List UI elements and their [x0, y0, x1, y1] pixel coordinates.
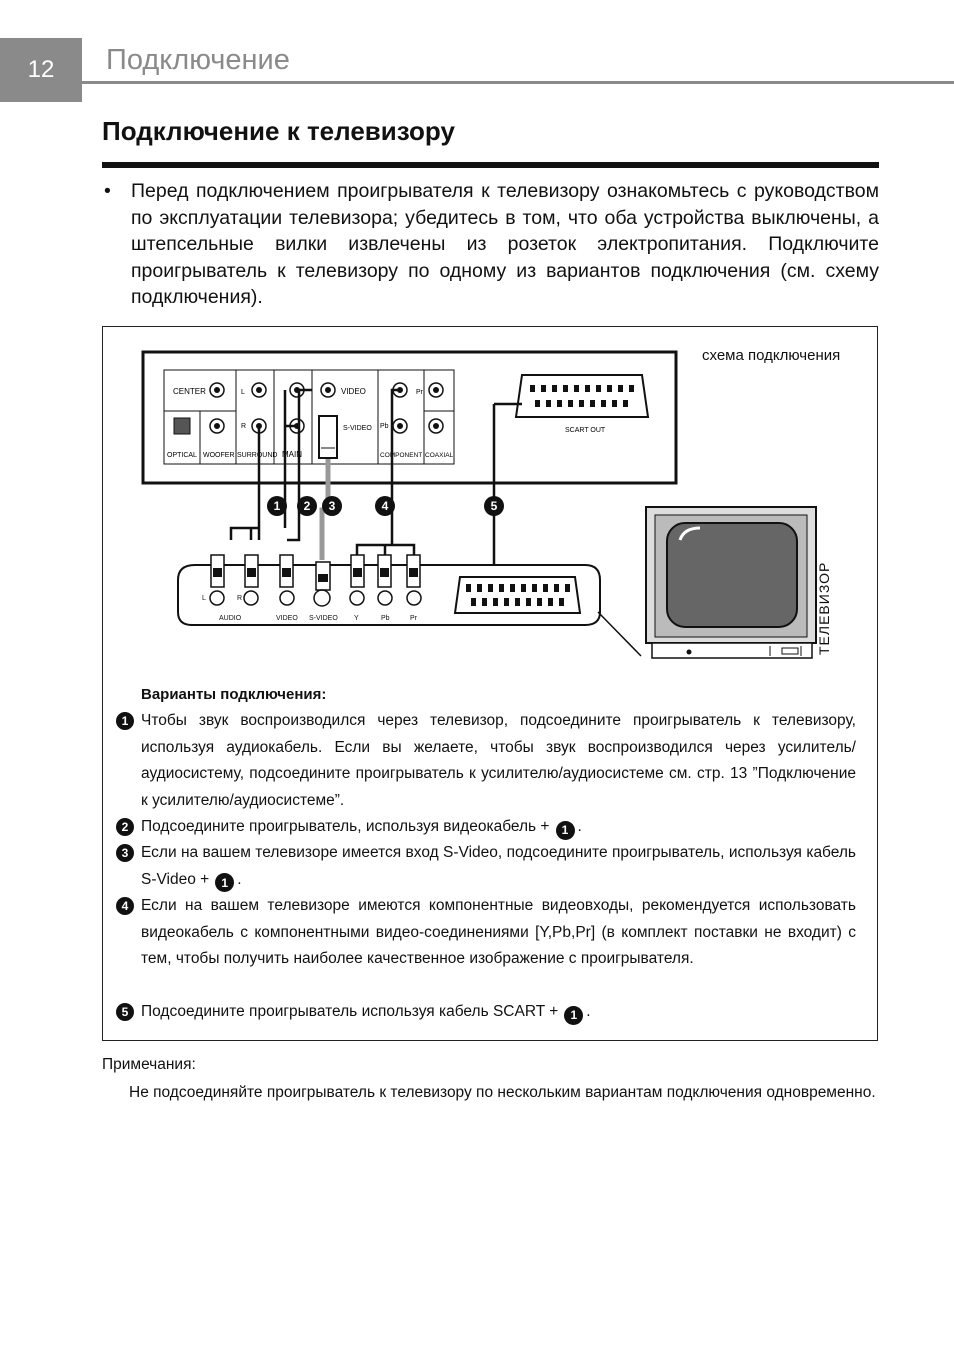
svg-text:L: L: [241, 389, 245, 396]
option-text: Если на вашем телевизоре имеется вход S-…: [141, 844, 856, 888]
label-coaxial: COAXIAL: [425, 452, 454, 459]
label-center: CENTER: [173, 387, 206, 396]
marker-2: 2: [304, 499, 311, 513]
player-scart-port: [514, 374, 650, 418]
tv-label-svideo: S-VIDEO: [309, 615, 338, 622]
tv-scart-port: [453, 576, 582, 614]
number-1-icon: 1: [555, 820, 575, 840]
svg-text:Pr: Pr: [416, 389, 424, 396]
number-1-icon: 1: [215, 873, 235, 893]
option-1: 1 Чтобы звук воспроизводился через телев…: [116, 708, 856, 814]
option-text: Если на вашем телевизоре имеются компоне…: [141, 897, 856, 967]
label-scart-out: SCART OUT: [565, 427, 606, 434]
label-main: MAIN: [282, 450, 302, 459]
number-5-icon: 5: [116, 1003, 134, 1021]
svg-text:R: R: [237, 595, 242, 602]
label-optical: OPTICAL: [167, 452, 197, 459]
option-text: Подсоедините проигрыватель, используя ви…: [141, 818, 550, 835]
tv-icon: [645, 506, 817, 659]
marker-1: 1: [274, 499, 281, 513]
svg-text:Pb: Pb: [381, 615, 390, 622]
svg-text:Pb: Pb: [380, 423, 389, 430]
label-woofer: WOOFER: [203, 452, 235, 459]
header-rule: [82, 81, 954, 84]
intro-paragraph: • Перед подключением проигрывателя к тел…: [104, 178, 879, 311]
tv-label: ТЕЛЕВИЗОР: [816, 561, 832, 655]
svg-text:Y: Y: [354, 615, 359, 622]
option-5: 5 Подсоедините проигрыватель используя к…: [116, 999, 856, 1026]
label-svideo: S-VIDEO: [343, 425, 372, 432]
marker-3: 3: [329, 499, 336, 513]
options-title: Варианты подключения:: [141, 686, 327, 703]
label-component: COMPONENT: [380, 452, 422, 459]
notes-title: Примечания:: [102, 1056, 196, 1073]
marker-4: 4: [382, 499, 389, 513]
section-rule: [102, 162, 879, 168]
section-title: Подключение к телевизору: [102, 116, 455, 146]
svg-text:L: L: [202, 595, 206, 602]
option-2: 2 Подсоедините проигрыватель, используя …: [116, 814, 856, 841]
svg-text:Pr: Pr: [410, 615, 418, 622]
page-number: 12: [0, 38, 82, 102]
tv-label-audio: AUDIO: [219, 615, 242, 622]
svg-text:R: R: [241, 423, 246, 430]
scheme-label: схема подключения: [702, 347, 841, 364]
bullet-icon: •: [104, 180, 111, 202]
marker-5: 5: [491, 499, 498, 513]
label-surround: SURROUND: [237, 452, 277, 459]
intro-text: Перед подключением проигрывателя к телев…: [131, 180, 879, 308]
label-video: VIDEO: [341, 387, 366, 396]
number-2-icon: 2: [116, 818, 134, 836]
tv-label-video: VIDEO: [276, 615, 298, 622]
number-3-icon: 3: [116, 844, 134, 862]
option-4: 4 Если на вашем телевизоре имеются компо…: [116, 893, 856, 973]
header-title: Подключение: [106, 44, 290, 76]
number-1-icon: 1: [116, 712, 134, 730]
diagram-frame: [102, 326, 878, 1041]
connection-diagram: CENTER OPTICAL WOOFER L R SURROUND MAIN …: [141, 350, 817, 659]
number-4-icon: 4: [116, 897, 134, 915]
option-3: 3 Если на вашем телевизоре имеется вход …: [116, 840, 856, 893]
option-text: Чтобы звук воспроизводился через телевиз…: [141, 712, 856, 809]
option-text: Подсоедините проигрыватель используя каб…: [141, 1003, 559, 1020]
number-1-icon: 1: [564, 1005, 584, 1025]
notes-text: Не подсоединяйте проигрыватель к телевиз…: [129, 1084, 876, 1101]
